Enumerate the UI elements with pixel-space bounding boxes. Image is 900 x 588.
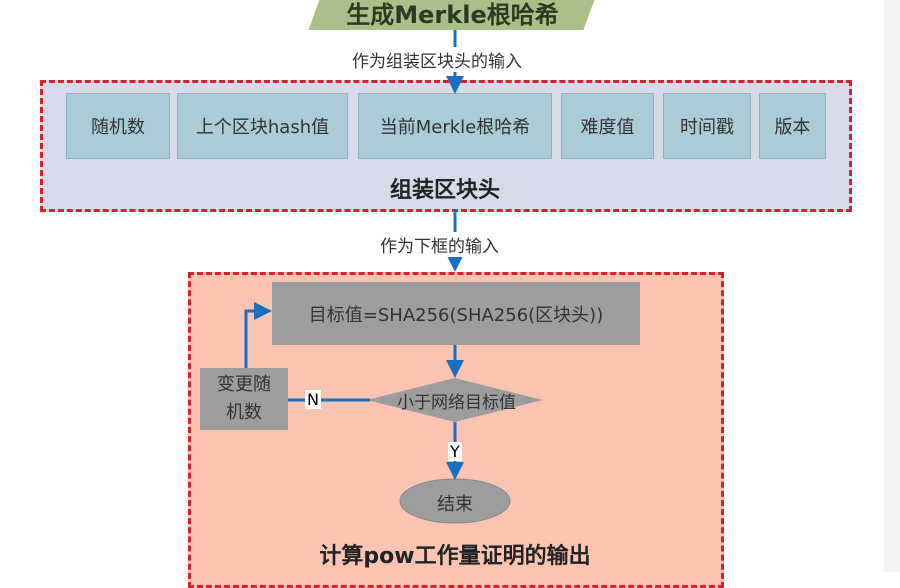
no-label: N xyxy=(305,390,321,409)
merkle-node-label: 生成Merkle根哈希 xyxy=(346,0,559,29)
field-nonce: 随机数 xyxy=(66,93,170,159)
connectors xyxy=(244,30,543,524)
decision-diamond xyxy=(367,378,543,422)
pow-title: 计算pow工作量证明的输出 xyxy=(319,544,591,569)
decision-label: 小于网络目标值 xyxy=(397,393,516,413)
field-prev-hash: 上个区块hash值 xyxy=(177,93,348,159)
field-merkle-root: 当前Merkle根哈希 xyxy=(358,93,552,159)
field-timestamp: 时间戳 xyxy=(663,93,751,159)
hash-step: 目标值=SHA256(SHA256(区块头)) xyxy=(272,282,640,345)
field-version: 版本 xyxy=(759,93,826,159)
block-header-title: 组装区块头 xyxy=(389,178,500,203)
field-difficulty: 难度值 xyxy=(561,93,654,159)
edge-merkle-to-header-label: 作为组装区块头的输入 xyxy=(350,47,524,72)
scroll-strip xyxy=(884,0,900,572)
end-label: 结束 xyxy=(437,494,473,515)
change-nonce-step: 变更随机数 xyxy=(200,368,288,430)
edge-header-to-pow-label: 作为下框的输入 xyxy=(378,232,501,257)
yes-label: Y xyxy=(448,442,462,461)
